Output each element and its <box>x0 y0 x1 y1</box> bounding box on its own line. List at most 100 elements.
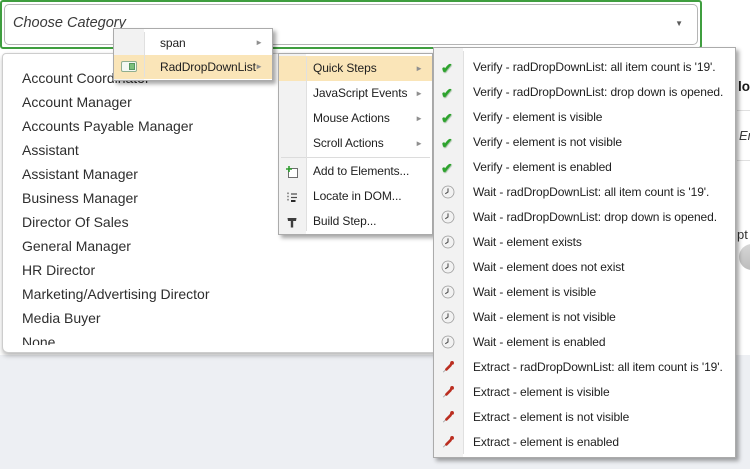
background-text-fragment: pt <box>737 227 748 242</box>
menu-item-locate-in-dom[interactable]: Locate in DOM... <box>279 184 432 209</box>
quick-step-menu-item[interactable]: ✔ <box>434 430 735 455</box>
category-option[interactable]: Account Manager <box>22 94 132 110</box>
category-option[interactable]: Media Buyer <box>22 310 101 326</box>
quick-step-menu-item[interactable]: ✔ <box>434 205 735 230</box>
background-divider <box>737 160 750 161</box>
quick-step-menu-item[interactable]: ✔ <box>434 355 735 380</box>
combobox-placeholder: Choose Category <box>13 15 126 31</box>
quick-step-menu-item[interactable]: ✔ <box>434 130 735 155</box>
combobox-inner-border <box>4 4 698 45</box>
quick-step-menu-item[interactable]: ✔ <box>434 155 735 180</box>
quick-step-menu-item[interactable]: ✔ <box>434 280 735 305</box>
extract-dropper-icon <box>441 435 457 451</box>
submenu-arrow-icon: ► <box>255 62 263 71</box>
quick-step-label: Verify - radDropDownList: drop down is o… <box>473 85 724 99</box>
quick-step-label: Wait - element is enabled <box>473 335 606 349</box>
quick-step-menu-item[interactable]: ✔ <box>434 80 735 105</box>
quick-step-label: Verify - element is not visible <box>473 135 622 149</box>
background-text-fragment: Er <box>739 128 750 143</box>
menu-separator <box>279 156 432 159</box>
quick-step-menu-item[interactable]: ✔ <box>434 105 735 130</box>
menu-gutter-divider <box>306 57 307 231</box>
wait-clock-icon <box>441 335 457 351</box>
quick-step-menu-item[interactable]: ✔ <box>434 305 735 330</box>
wait-clock-icon <box>441 185 457 201</box>
menu-item-label: RadDropDownList <box>160 60 256 74</box>
dropdown-arrow-icon[interactable]: ▼ <box>675 19 683 28</box>
menu-item-span[interactable]: span ► <box>114 31 272 55</box>
menu-item-label: Build Step... <box>313 214 377 228</box>
menu-item-scroll-actions[interactable]: Scroll Actions ► <box>279 131 432 156</box>
menu-item-label: Add to Elements... <box>313 164 410 178</box>
menu-item-mouse-actions[interactable]: Mouse Actions ► <box>279 106 432 131</box>
quick-step-label: Wait - element is visible <box>473 285 597 299</box>
background-text-fragment: lol <box>738 79 750 94</box>
locate-in-dom-icon <box>285 190 299 204</box>
submenu-arrow-icon: ► <box>415 88 423 98</box>
menu-gutter-divider <box>144 32 145 77</box>
category-option[interactable]: Accounts Payable Manager <box>22 118 194 134</box>
menu-icon-gutter <box>434 48 463 457</box>
wait-clock-icon <box>441 210 457 226</box>
category-option[interactable]: Assistant Manager <box>22 166 138 182</box>
menu-gutter-divider <box>463 51 464 454</box>
build-step-hammer-icon <box>285 215 299 229</box>
category-option[interactable]: Director Of Sales <box>22 214 129 230</box>
quick-step-menu-item[interactable]: ✔ <box>434 405 735 430</box>
menu-item-add-to-elements[interactable]: Add to Elements... <box>279 159 432 184</box>
verify-check-icon: ✔ <box>441 84 453 101</box>
menu-item-label: span <box>160 36 186 50</box>
quick-step-label: Extract - element is visible <box>473 385 610 399</box>
category-option[interactable]: None <box>22 334 56 345</box>
menu-item-quick-steps[interactable]: Quick Steps ► <box>279 56 432 81</box>
category-option[interactable]: HR Director <box>22 262 96 278</box>
menu-item-build-step[interactable]: Build Step... <box>279 209 432 234</box>
quick-step-label: Verify - element is enabled <box>473 160 612 174</box>
wait-clock-icon <box>441 260 457 276</box>
category-list: Account Coordinator Account Manager Acco… <box>3 54 717 345</box>
quick-steps-menu: ✔ <box>433 47 736 458</box>
extract-dropper-icon <box>441 385 457 401</box>
menu-item-label: Scroll Actions <box>313 136 384 150</box>
add-to-elements-icon <box>285 165 299 179</box>
menu-item-javascript-events[interactable]: JavaScript Events ► <box>279 81 432 106</box>
quick-step-label: Wait - radDropDownList: all item count i… <box>473 185 710 199</box>
quick-step-label: Extract - element is enabled <box>473 435 619 449</box>
wait-clock-icon <box>441 310 457 326</box>
raddropdownlist-icon-button <box>129 63 135 70</box>
category-combobox[interactable]: Choose Category ▼ <box>0 0 702 49</box>
quick-step-menu-item[interactable]: ✔ <box>434 255 735 280</box>
category-option[interactable]: General Manager <box>22 238 131 254</box>
menu-item-label: Locate in DOM... <box>313 189 402 203</box>
background-divider <box>737 110 750 111</box>
quick-step-label: Wait - element exists <box>473 235 582 249</box>
quick-step-label: Wait - radDropDownList: drop down is ope… <box>473 210 717 224</box>
category-option[interactable]: Assistant <box>22 142 79 158</box>
menu-item-raddropdownlist[interactable]: RadDropDownList ► <box>114 55 272 79</box>
category-option[interactable]: Marketing/Advertising Director <box>22 286 210 302</box>
quick-step-label: Wait - element does not exist <box>473 260 625 274</box>
quick-step-menu-item[interactable]: ✔ <box>434 55 735 80</box>
raddropdownlist-icon <box>121 61 137 72</box>
category-option[interactable]: Business Manager <box>22 190 138 206</box>
quick-step-label: Extract - element is not visible <box>473 410 630 424</box>
quick-step-menu-item[interactable]: ✔ <box>434 330 735 355</box>
quick-step-menu-item[interactable]: ✔ <box>434 230 735 255</box>
verify-check-icon: ✔ <box>441 159 453 176</box>
raddropdownlist-submenu: Quick Steps ► JavaScript Events ► Mouse … <box>278 53 433 235</box>
quick-step-menu-item[interactable]: ✔ <box>434 380 735 405</box>
element-context-menu: span ► RadDropDownList ► <box>113 28 273 81</box>
extract-dropper-icon <box>441 410 457 426</box>
menu-item-label: JavaScript Events <box>313 86 408 100</box>
verify-check-icon: ✔ <box>441 59 453 76</box>
verify-check-icon: ✔ <box>441 109 453 126</box>
menu-item-label: Quick Steps <box>313 61 377 75</box>
quick-step-menu-item[interactable]: ✔ <box>434 180 735 205</box>
extract-dropper-icon <box>441 360 457 376</box>
quick-step-label: Verify - element is visible <box>473 110 603 124</box>
submenu-arrow-icon: ► <box>415 138 423 148</box>
wait-clock-icon <box>441 235 457 251</box>
quick-step-label: Verify - radDropDownList: all item count… <box>473 60 716 74</box>
submenu-arrow-icon: ► <box>255 38 263 47</box>
menu-icon-gutter <box>279 54 306 234</box>
